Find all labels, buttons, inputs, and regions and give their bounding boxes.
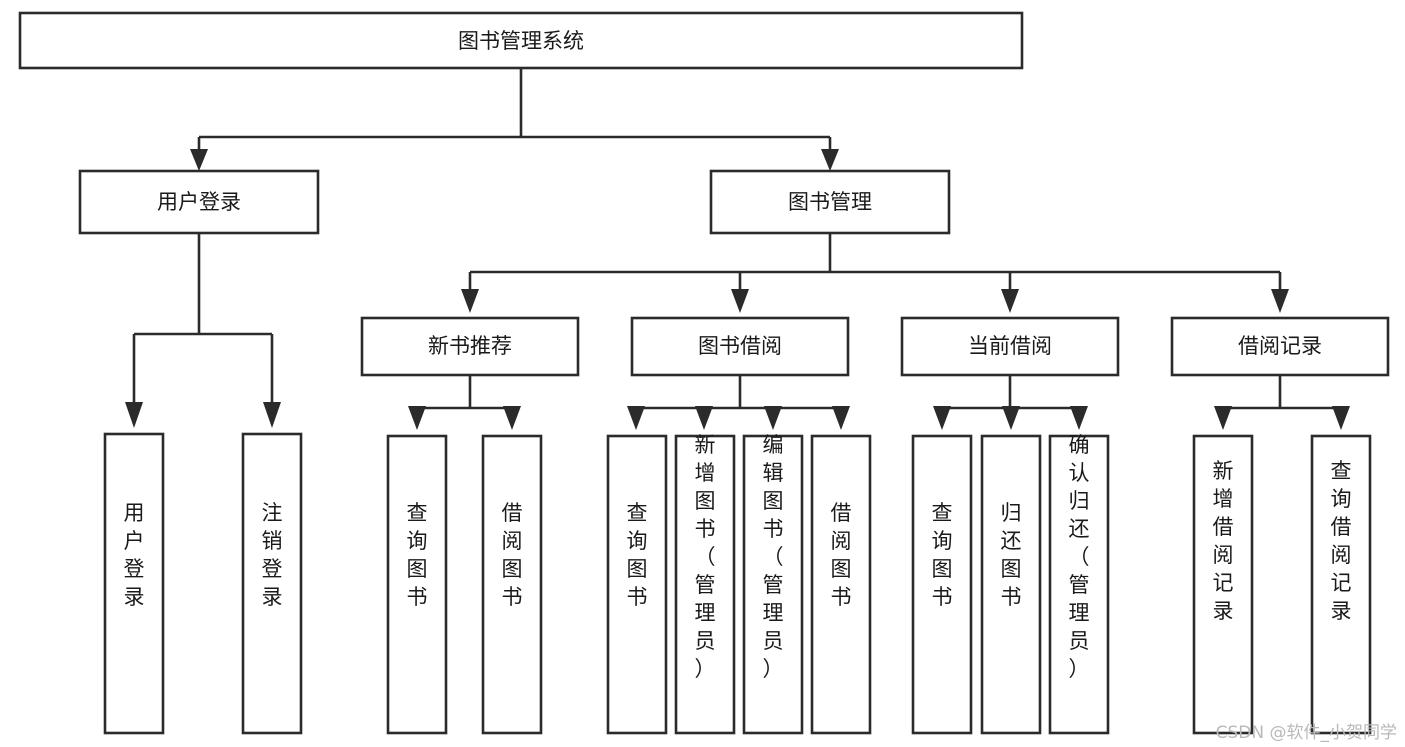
connector-current-borrow-to-leaves	[933, 375, 1088, 430]
leaf-box[interactable]	[103, 432, 165, 735]
connector-root-to-level2	[190, 68, 839, 171]
leaf-label-vertical: 归还图书	[1001, 501, 1022, 609]
leaf-label-vertical: 查询借阅记录	[1331, 459, 1352, 623]
connector-book-borrow-to-leaves	[627, 375, 850, 430]
arrow-head-icon	[764, 406, 782, 430]
arrow-head-icon	[125, 402, 143, 428]
arrow-head-icon	[1214, 406, 1232, 430]
leaf-label-vertical: 新增图书（管理员）	[695, 433, 716, 681]
node-book-management-box[interactable]	[709, 169, 951, 235]
node-user-login-box[interactable]	[78, 169, 320, 235]
leaf-label-vertical: 新增借阅记录	[1213, 459, 1234, 623]
node-current-borrow-box[interactable]	[900, 316, 1120, 377]
leaf-node-current-query-book[interactable]: 查询图书	[911, 434, 973, 735]
node-new-book-recommend[interactable]: 新书推荐	[360, 316, 580, 377]
leaf-box[interactable]	[742, 434, 804, 735]
leaf-node-record-add[interactable]: 新增借阅记录	[1192, 434, 1254, 735]
arrow-head-icon	[1002, 406, 1020, 430]
leaf-node-new-book-query[interactable]: 查询图书	[386, 434, 448, 735]
arrow-head-icon	[408, 406, 426, 430]
leaf-box[interactable]	[674, 434, 736, 735]
leaf-node-borrow-add-book[interactable]: 新增图书（管理员）	[674, 433, 736, 735]
leaf-box[interactable]	[810, 434, 872, 735]
leaf-label-vertical: 查询图书	[932, 501, 953, 609]
node-book-borrow[interactable]: 图书借阅	[630, 316, 850, 377]
leaf-label-vertical: 借阅图书	[502, 501, 523, 609]
leaf-box[interactable]	[1310, 434, 1372, 735]
watermark-text: CSDN @软件_小贺同学	[1215, 723, 1397, 743]
node-user-login[interactable]: 用户登录	[78, 169, 320, 235]
leaf-label-vertical: 确认归还（管理员）	[1069, 433, 1090, 681]
leaf-node-borrow-edit-book[interactable]: 编辑图书（管理员）	[742, 433, 804, 735]
leaf-label-vertical: 注销登录	[262, 501, 283, 609]
arrow-head-icon	[627, 406, 645, 430]
leaf-node-new-book-borrow[interactable]: 借阅图书	[481, 434, 543, 735]
arrow-head-icon	[731, 289, 749, 313]
connector-book-mgmt-to-level3	[461, 233, 1289, 313]
leaf-label-vertical: 借阅图书	[831, 501, 852, 609]
arrow-head-icon	[1271, 289, 1289, 313]
node-current-borrow[interactable]: 当前借阅	[900, 316, 1120, 377]
arrow-head-icon	[461, 289, 479, 313]
node-book-borrow-label: 图书借阅	[698, 334, 782, 358]
arrow-head-icon	[1001, 289, 1019, 313]
leaf-box[interactable]	[241, 432, 303, 735]
arrow-head-icon	[1332, 406, 1350, 430]
arrow-head-icon	[190, 149, 208, 171]
leaf-box[interactable]	[1048, 434, 1110, 735]
node-borrow-record[interactable]: 借阅记录	[1170, 316, 1390, 377]
leaf-label-vertical: 查询图书	[627, 501, 648, 609]
leaf-box[interactable]	[606, 434, 668, 735]
connector-user-login-to-leaves	[125, 233, 281, 428]
leaf-label-vertical: 查询图书	[407, 501, 428, 609]
node-current-borrow-label: 当前借阅	[968, 334, 1052, 358]
node-user-login-label: 用户登录	[157, 190, 241, 214]
leaf-box[interactable]	[911, 434, 973, 735]
leaf-label-vertical: 编辑图书（管理员）	[763, 433, 784, 681]
node-borrow-record-label: 借阅记录	[1238, 334, 1322, 358]
node-borrow-record-box[interactable]	[1170, 316, 1390, 377]
node-book-management[interactable]: 图书管理	[709, 169, 951, 235]
node-book-management-label: 图书管理	[788, 190, 872, 214]
node-book-borrow-box[interactable]	[630, 316, 850, 377]
node-root-box[interactable]	[18, 11, 1024, 70]
leaf-node-current-confirm-return[interactable]: 确认归还（管理员）	[1048, 433, 1110, 735]
leaf-box[interactable]	[481, 434, 543, 735]
node-root[interactable]: 图书管理系统	[18, 11, 1024, 70]
leaf-node-record-query[interactable]: 查询借阅记录	[1310, 434, 1372, 735]
connector-borrow-record-to-leaves	[1214, 375, 1350, 430]
arrow-head-icon	[832, 406, 850, 430]
arrow-head-icon	[933, 406, 951, 430]
leaf-node-borrow-borrow-book[interactable]: 借阅图书	[810, 434, 872, 735]
node-new-book-recommend-label: 新书推荐	[428, 334, 512, 358]
leaf-label-vertical: 用户登录	[124, 501, 145, 609]
arrow-head-icon	[1070, 406, 1088, 430]
leaf-box[interactable]	[1192, 434, 1254, 735]
leaf-node-user-login-logout[interactable]: 注销登录	[241, 432, 303, 735]
arrow-head-icon	[503, 406, 521, 430]
node-root-label: 图书管理系统	[458, 29, 584, 53]
leaf-box[interactable]	[386, 434, 448, 735]
leaf-node-user-login-login[interactable]: 用户登录	[103, 432, 165, 735]
arrow-head-icon	[821, 149, 839, 171]
leaf-box[interactable]	[980, 434, 1042, 735]
node-new-book-recommend-box[interactable]	[360, 316, 580, 377]
connector-new-book-to-leaves	[408, 375, 521, 430]
arrow-head-icon	[263, 402, 281, 428]
leaf-node-current-return-book[interactable]: 归还图书	[980, 434, 1042, 735]
leaf-node-borrow-query-book[interactable]: 查询图书	[606, 434, 668, 735]
arrow-head-icon	[695, 406, 713, 430]
